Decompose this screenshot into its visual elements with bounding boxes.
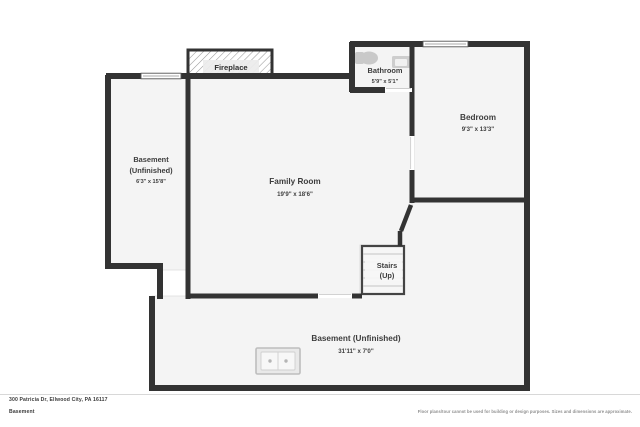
opening-family-bottom [318,294,352,298]
room-name-bathroom: Bathroom [368,66,403,75]
room-label-family-room: Family Room 19'9" x 18'6" [269,177,320,198]
fireplace-label: Fireplace [214,63,247,72]
floor-level-label: Basement [9,409,35,415]
room-dimensions-bedroom: 9'3" x 13'3" [462,126,495,133]
room-dimensions-bathroom: 5'9" x 5'1" [372,79,399,85]
stairs-label: Stairs [377,261,398,270]
door-bathroom [385,88,412,92]
room-name-bedroom: Bedroom [460,113,496,122]
room-name-basement-left: Basement [133,155,169,164]
floor-fill-group [106,43,528,389]
stairs-element[interactable]: Stairs (Up) [360,244,406,296]
bathroom-fixtures [355,51,410,68]
room-name-basement-bottom: Basement (Unfinished) [311,334,400,343]
room-dimensions-basement-bottom: 31'11" x 7'0" [338,348,374,355]
property-address: 300 Patricia Dr, Ellwood City, PA 16117 [9,397,108,403]
wall-diagonal-stairs [398,204,414,232]
room-label-bedroom: Bedroom 9'3" x 13'3" [460,113,496,133]
room-name-family-room: Family Room [269,177,320,186]
footer: 300 Patricia Dr, Ellwood City, PA 16117 … [0,394,640,427]
stairs-label-plate [365,259,402,281]
window-group [140,40,469,80]
stairs-outline [360,244,406,296]
disclaimer-text: Floor plans/tour cannot be used for buil… [417,409,632,414]
stairs-direction-label: (Up) [380,271,395,280]
toilet-icon [355,51,378,65]
room-label-basement-left: Basement (Unfinished) 6'3" x 15'8" [129,155,173,185]
fireplace-label-plate [203,60,259,73]
floor-area-bedroom [413,43,528,201]
room-name2-basement-left: (Unfinished) [129,166,173,175]
room-label-bathroom: Bathroom 5'9" x 5'1" [368,66,403,85]
sink-icon [392,56,410,68]
utility-appliance-icon [255,347,301,375]
room-label-basement-bottom: Basement (Unfinished) 31'11" x 7'0" [311,334,400,355]
fireplace-element[interactable]: Fireplace [186,48,274,78]
room-dimensions-family-room: 19'9" x 18'6" [277,191,313,198]
room-label-group: Basement (Unfinished) 6'3" x 15'8" Famil… [129,66,496,355]
door-group [318,88,414,298]
door-bedroom [410,136,414,170]
wall-group [105,41,530,391]
window-basement-left [140,72,182,80]
window-bedroom-top [422,40,469,48]
footer-divider [0,394,640,395]
room-dimensions-basement-left: 6'3" x 15'8" [136,179,166,185]
